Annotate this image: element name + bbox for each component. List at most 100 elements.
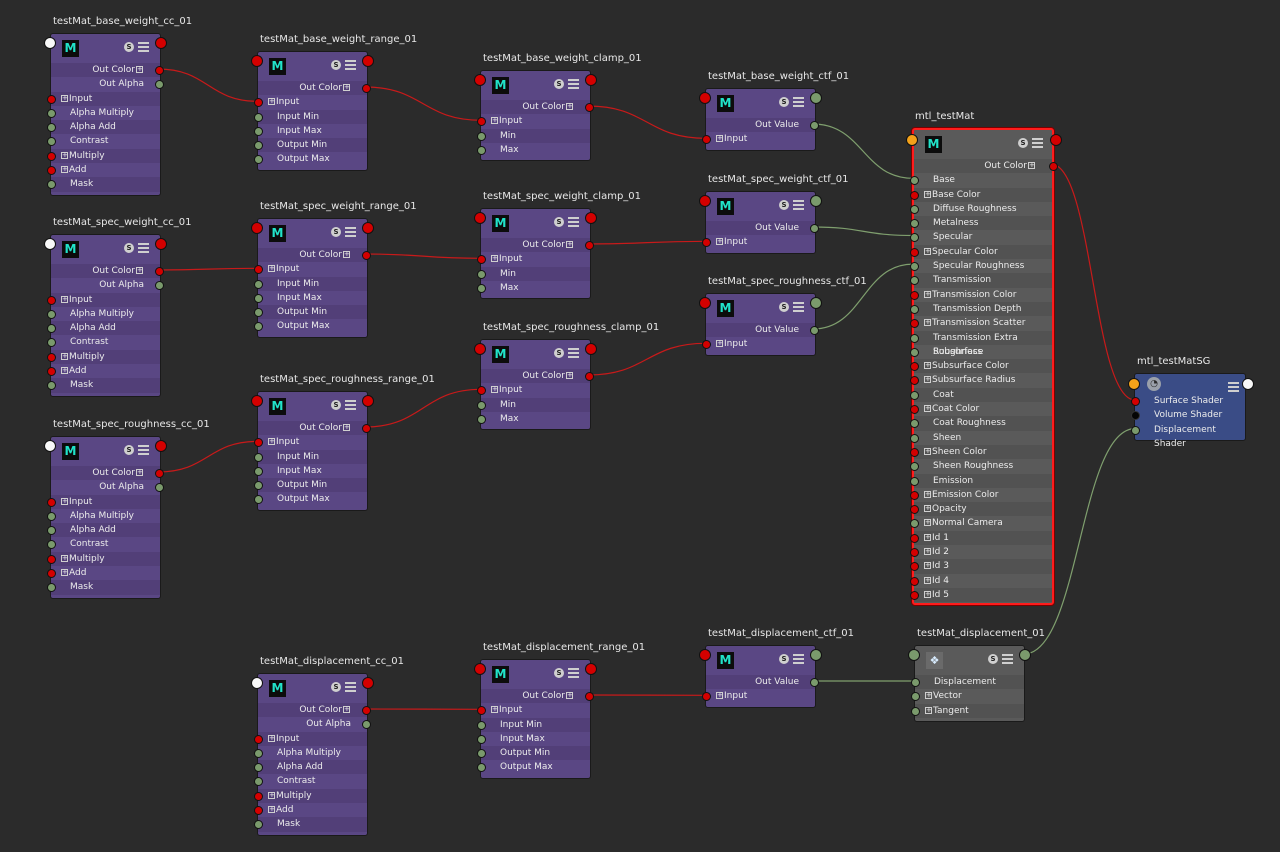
- expand-icon[interactable]: +: [716, 134, 723, 143]
- input-port[interactable]: [47, 324, 56, 334]
- input-port[interactable]: [1131, 397, 1140, 406]
- node-input-port[interactable]: [908, 649, 920, 661]
- attribute-menu-icon[interactable]: [1002, 654, 1013, 664]
- input-multiply[interactable]: +Multiply: [47, 551, 160, 567]
- input-output-max[interactable]: Output Max: [477, 760, 590, 774]
- node-input-port[interactable]: [251, 395, 263, 407]
- node-input-port[interactable]: [699, 195, 711, 207]
- input-port[interactable]: [910, 462, 919, 472]
- input-opacity[interactable]: +Opacity: [910, 502, 1052, 517]
- expand-icon[interactable]: +: [61, 351, 68, 360]
- input-output-max[interactable]: Output Max: [254, 319, 367, 333]
- expand-icon[interactable]: +: [924, 361, 931, 370]
- input-alpha-add[interactable]: Alpha Add: [47, 523, 160, 538]
- input-multiply[interactable]: +Multiply: [47, 148, 160, 164]
- attribute-menu-icon[interactable]: [138, 243, 149, 253]
- input-port[interactable]: [47, 554, 56, 564]
- swatch-badge-icon[interactable]: S: [988, 654, 998, 664]
- input-port[interactable]: [477, 414, 486, 424]
- output-port[interactable]: [585, 241, 594, 250]
- expand-icon[interactable]: +: [343, 83, 350, 91]
- input-contrast[interactable]: Contrast: [47, 537, 160, 551]
- attribute-menu-icon[interactable]: [568, 348, 579, 358]
- input-input[interactable]: +Input: [477, 703, 590, 717]
- expand-icon[interactable]: +: [61, 150, 68, 159]
- input-port[interactable]: [254, 466, 263, 476]
- swatch-badge-icon[interactable]: S: [779, 654, 789, 664]
- attribute-menu-icon[interactable]: [568, 668, 579, 678]
- input-port[interactable]: [477, 400, 486, 410]
- sg-output-port[interactable]: [1242, 378, 1254, 390]
- input-port[interactable]: [910, 548, 919, 558]
- input-port[interactable]: [910, 304, 919, 314]
- wire-spec-weight-ctf-to-mtl[interactable]: [812, 226, 914, 237]
- output-port[interactable]: [810, 678, 819, 687]
- input-port[interactable]: [910, 204, 919, 214]
- input-coat-color[interactable]: +Coat Color: [910, 402, 1052, 416]
- input-port[interactable]: [254, 806, 263, 816]
- input-emission-color[interactable]: +Emission Color: [910, 488, 1052, 502]
- expand-icon[interactable]: +: [61, 568, 68, 577]
- output-port[interactable]: [155, 281, 164, 291]
- input-coat[interactable]: Coat: [910, 387, 1052, 403]
- input-port[interactable]: [910, 505, 919, 515]
- attribute-menu-icon[interactable]: [1228, 382, 1239, 392]
- node-input-port[interactable]: [474, 74, 486, 86]
- swatch-badge-icon[interactable]: S: [331, 227, 341, 237]
- expand-icon[interactable]: +: [268, 805, 275, 814]
- expand-icon[interactable]: +: [268, 437, 275, 446]
- input-port[interactable]: [254, 734, 263, 744]
- swatch-badge-icon[interactable]: S: [554, 79, 564, 89]
- input-port[interactable]: [254, 279, 263, 289]
- input-port[interactable]: [254, 322, 263, 332]
- wire-base-weight-cc-to-base-weight-range[interactable]: [157, 68, 259, 102]
- expand-icon[interactable]: +: [924, 446, 931, 455]
- input-alpha-add[interactable]: Alpha Add: [254, 760, 367, 775]
- input-port[interactable]: [477, 720, 486, 730]
- input-port[interactable]: [47, 497, 56, 507]
- input-id-4[interactable]: +Id 4: [910, 574, 1052, 588]
- wire-spec-weight-cc-to-spec-weight-range[interactable]: [157, 267, 259, 271]
- input-port[interactable]: [47, 540, 56, 550]
- expand-icon[interactable]: +: [491, 254, 498, 263]
- output-port[interactable]: [155, 469, 164, 478]
- input-port[interactable]: [47, 526, 56, 536]
- expand-icon[interactable]: +: [566, 371, 573, 379]
- input-port[interactable]: [47, 151, 56, 161]
- input-add[interactable]: +Add: [47, 566, 160, 580]
- output-port[interactable]: [585, 372, 594, 381]
- input-transmission-depth[interactable]: Transmission Depth: [910, 301, 1052, 317]
- node-output-port[interactable]: [155, 440, 167, 452]
- attribute-menu-icon[interactable]: [793, 302, 804, 312]
- input-input[interactable]: +Input: [702, 132, 815, 146]
- input-port[interactable]: [910, 590, 919, 600]
- input-port[interactable]: [254, 777, 263, 787]
- input-port[interactable]: [910, 433, 919, 443]
- output-out-color[interactable]: Out Color+: [258, 421, 371, 436]
- input-add[interactable]: +Add: [47, 163, 160, 177]
- expand-icon[interactable]: +: [924, 289, 931, 298]
- attribute-menu-icon[interactable]: [793, 200, 804, 210]
- input-port[interactable]: [477, 763, 486, 773]
- swatch-badge-icon[interactable]: S: [554, 348, 564, 358]
- wire-spec-weight-range-to-spec-weight-clamp[interactable]: [364, 253, 482, 259]
- expand-icon[interactable]: +: [343, 705, 350, 713]
- expand-icon[interactable]: +: [268, 97, 275, 106]
- input-input[interactable]: +Input: [254, 435, 367, 449]
- input-normal-camera[interactable]: +Normal Camera: [910, 516, 1052, 530]
- input-port[interactable]: [477, 386, 486, 396]
- input-port[interactable]: [47, 123, 56, 133]
- input-alpha-add[interactable]: Alpha Add: [47, 120, 160, 135]
- input-port[interactable]: [910, 476, 919, 486]
- input-min[interactable]: Min: [477, 266, 590, 281]
- input-port[interactable]: [477, 131, 486, 141]
